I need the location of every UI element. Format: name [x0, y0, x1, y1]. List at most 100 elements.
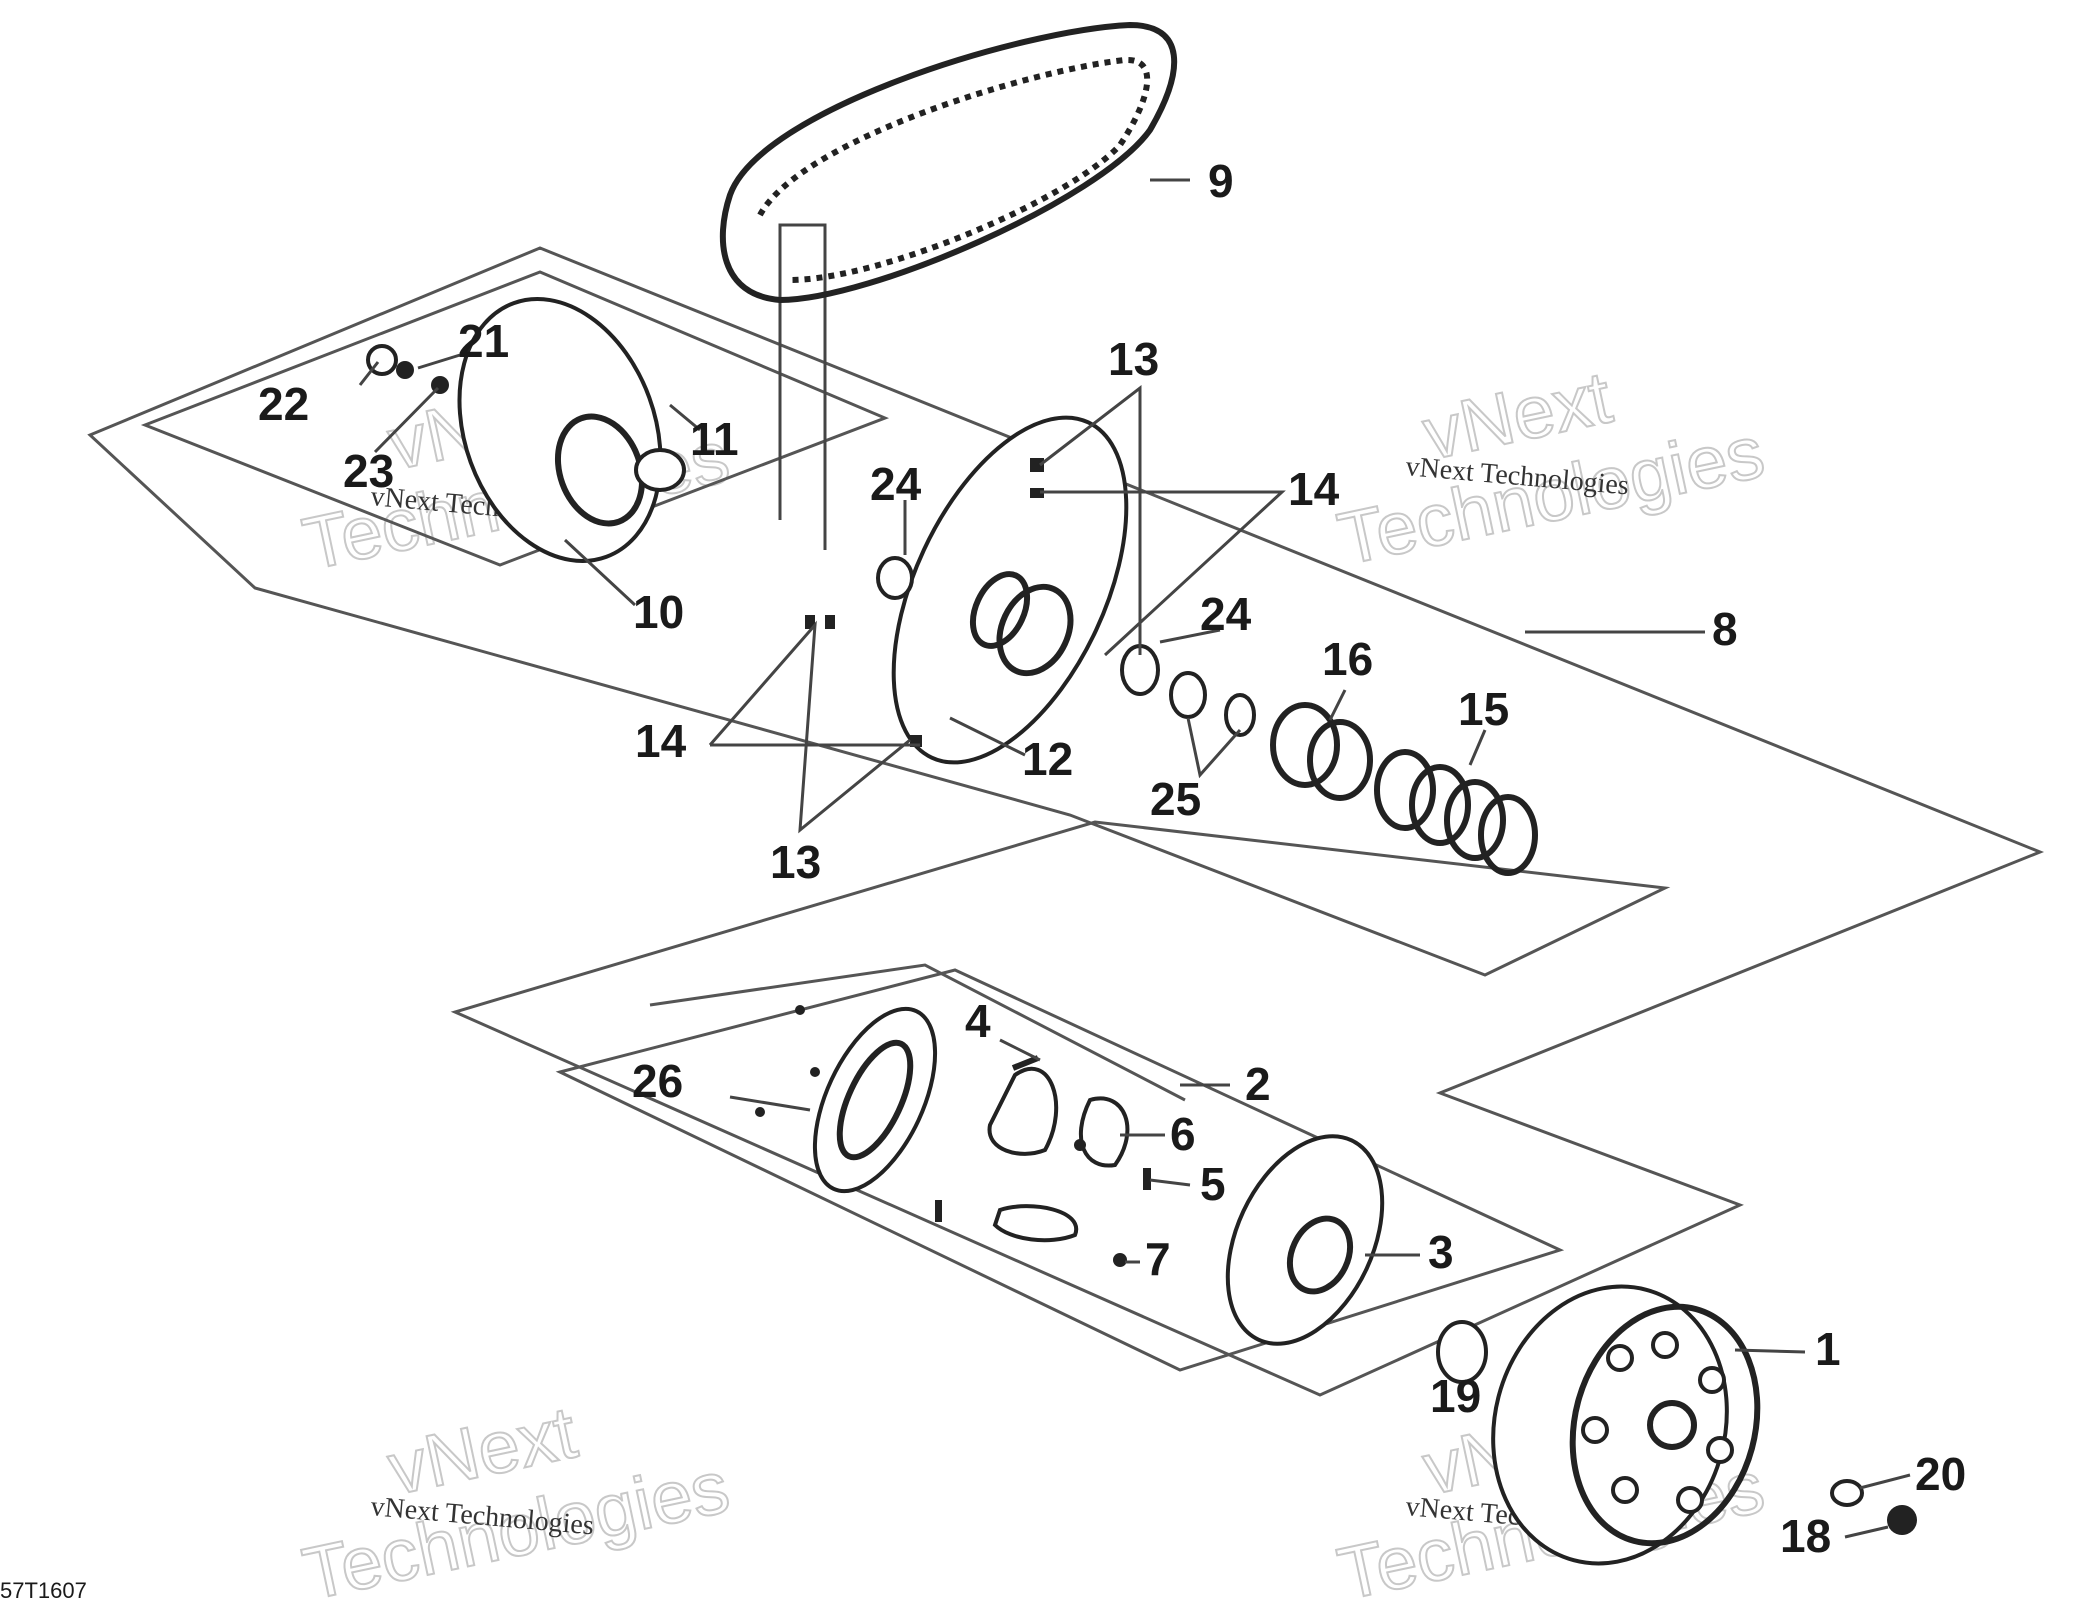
pulley-boss [996, 583, 1074, 677]
leader-20 [1859, 1473, 1911, 1490]
leader-14-top [1040, 490, 1286, 657]
ring-25-b [1224, 693, 1256, 737]
callout-3: 3 [1428, 1226, 1454, 1278]
callout-26: 26 [632, 1055, 683, 1107]
leader-14-13-left [708, 620, 911, 834]
leader-4 [999, 1038, 1041, 1062]
spring-15-c [1444, 779, 1506, 861]
drum-hole-f [1611, 1476, 1639, 1504]
pulley-boss-inner [969, 571, 1031, 649]
spring-15-b [1409, 764, 1471, 846]
screw-26-a [795, 1005, 805, 1015]
leader-1 [1734, 1348, 1806, 1354]
shoe-7 [992, 1204, 1079, 1243]
driven-face-10 [457, 297, 663, 563]
leader-24-right [1159, 628, 1221, 644]
spring-15-a [1374, 749, 1436, 831]
callout-labels: 9 8 21 22 23 11 10 13 14 24 24 16 15 14 … [258, 155, 1966, 1562]
leader-11 [669, 403, 701, 432]
callout-7: 7 [1145, 1233, 1171, 1285]
spring-group [1270, 702, 1538, 876]
belt-guide-line [778, 223, 827, 550]
backing-plate-hub [1286, 1215, 1354, 1295]
assembly-frames [87, 223, 2045, 1397]
pin-7 [1113, 1253, 1127, 1267]
leader-18 [1844, 1525, 1889, 1539]
spring-16-a [1270, 702, 1340, 788]
callout-5: 5 [1200, 1158, 1226, 1210]
shoe-6-a [987, 1066, 1059, 1156]
spring-16-b [1307, 719, 1373, 801]
leader-23 [373, 386, 440, 454]
leader-26 [729, 1095, 811, 1112]
frame-2-inner-top [649, 963, 1186, 1102]
callout-8: 8 [1712, 603, 1738, 655]
drum-hole-d [1706, 1436, 1734, 1464]
screw-26-c [755, 1107, 765, 1117]
callout-9: 9 [1208, 155, 1234, 207]
drum-hole-e [1676, 1486, 1704, 1514]
callout-24-left: 24 [870, 458, 922, 510]
callout-22: 22 [258, 378, 309, 430]
callout-23: 23 [343, 445, 394, 497]
shoe-6-b [1079, 1096, 1130, 1168]
driven-pulley-group [366, 297, 686, 563]
clutch-drum-face [1569, 1303, 1761, 1547]
watermark-bottom-left: vNext Technologies vNext Technologies [295, 1389, 737, 1610]
callout-2: 2 [1245, 1058, 1271, 1110]
pulley-12 [891, 415, 1129, 765]
drum-hole-c [1698, 1366, 1726, 1394]
spring-15-d [1478, 794, 1538, 876]
clutch-plate-opening [836, 1039, 914, 1161]
callout-18: 18 [1780, 1510, 1831, 1562]
leader-5 [1149, 1178, 1191, 1187]
callout-11: 11 [690, 413, 739, 465]
leader-15 [1468, 729, 1487, 766]
frame-8-outline [87, 246, 2045, 1397]
callout-14-left: 14 [635, 715, 687, 767]
screw-26-b [810, 1067, 820, 1077]
drawing-code: 57T1607 [0, 1578, 87, 1603]
washer-24-left [876, 556, 914, 600]
pin-14-top [1030, 488, 1044, 498]
belt-outer [719, 21, 1178, 304]
leader-10 [563, 538, 637, 607]
shaft-collar-11 [634, 448, 686, 492]
pin-14-left [805, 615, 815, 629]
belt-teeth [757, 56, 1151, 283]
pin-13-top [1030, 458, 1044, 472]
ring-25-a [1169, 671, 1207, 719]
callout-12: 12 [1022, 733, 1073, 785]
drum-hole-g [1581, 1416, 1609, 1444]
washer-20 [1830, 1479, 1864, 1507]
callout-25: 25 [1150, 773, 1201, 825]
spring-4 [1011, 1055, 1040, 1071]
leader-25 [1186, 717, 1242, 779]
callout-16: 16 [1322, 633, 1373, 685]
pin-14-left-b [825, 615, 835, 629]
callout-1: 1 [1815, 1323, 1841, 1375]
callout-13-bottom: 13 [770, 836, 821, 888]
callout-21: 21 [458, 315, 509, 367]
leader-16 [1328, 689, 1347, 721]
frame-2-inner [555, 968, 1565, 1372]
frame-10-inner [140, 270, 890, 567]
pin-6 [1074, 1139, 1086, 1151]
watermark-top-right: vNext Technologies vNext Technologies [1330, 354, 1772, 582]
backing-plate-3 [1225, 1134, 1385, 1346]
leader-21 [417, 353, 461, 370]
nut-18 [1887, 1505, 1917, 1535]
nut-21 [396, 361, 414, 379]
clutch-plate-26 [812, 1006, 938, 1194]
drum-hole-b [1651, 1331, 1679, 1359]
pin-5 [1143, 1168, 1151, 1190]
leader-lines [358, 178, 1911, 1539]
callout-10: 10 [633, 586, 684, 638]
leader-12 [949, 716, 1026, 757]
driven-hub [554, 413, 646, 527]
callout-13-top: 13 [1108, 333, 1159, 385]
clutch-drum-group [1436, 1284, 1917, 1566]
drum-hole-a [1606, 1344, 1634, 1372]
